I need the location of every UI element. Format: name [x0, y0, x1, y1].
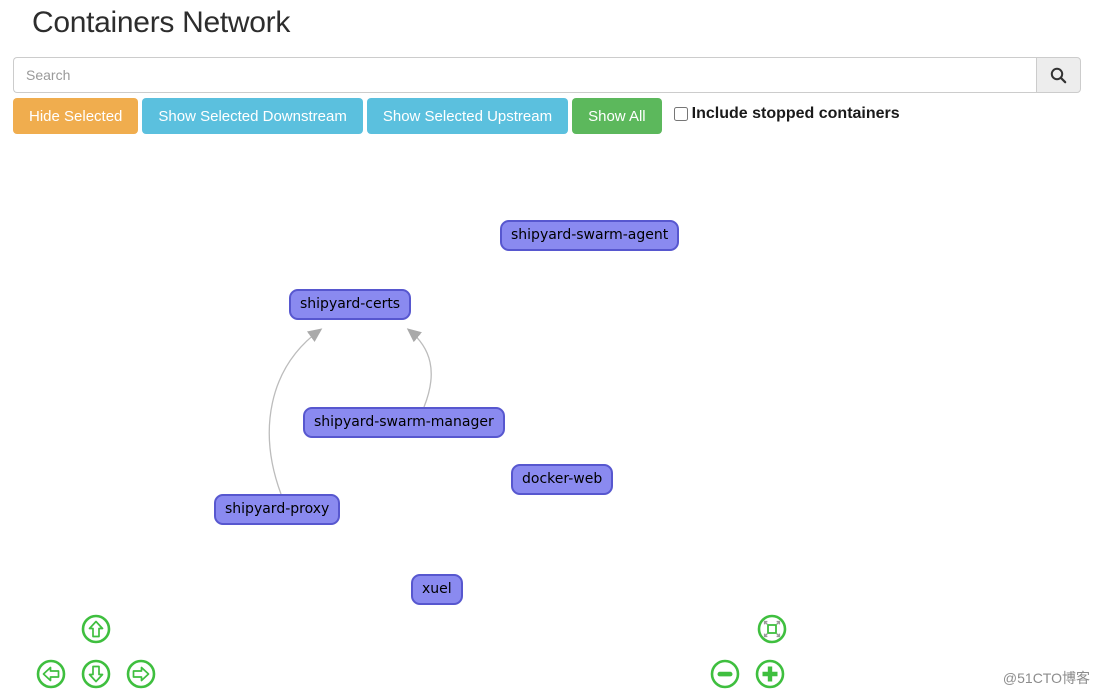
pan-up-icon [81, 614, 111, 644]
pan-right-icon [126, 659, 156, 689]
graph-node-docker-web[interactable]: docker-web [511, 464, 614, 495]
hide-selected-button[interactable]: Hide Selected [13, 98, 139, 134]
pan-down-button[interactable] [81, 659, 111, 689]
page-title: Containers Network [32, 6, 291, 39]
zoom-out-icon [710, 659, 740, 689]
pan-down-icon [81, 659, 111, 689]
watermark: @51CTO博客 [1002, 670, 1090, 686]
show-selected-upstream-button[interactable]: Show Selected Upstream [366, 98, 569, 134]
graph-node-xuel[interactable]: xuel [411, 574, 463, 605]
zoom-out-button[interactable] [710, 659, 740, 689]
graph-node-shipyard-proxy[interactable]: shipyard-proxy [214, 494, 341, 525]
graph-node-shipyard-swarm-agent[interactable]: shipyard-swarm-agent [500, 220, 680, 251]
edge-shipyard-proxy-to-shipyard-certs [268, 328, 323, 495]
graph-node-shipyard-certs[interactable]: shipyard-certs [289, 289, 412, 320]
edge-shipyard-swarm-manager-to-shipyard-certs [406, 328, 432, 408]
toolbar: Hide Selected Show Selected Downstream S… [13, 98, 1093, 134]
magnifier-icon [1050, 67, 1067, 83]
search-button[interactable] [1036, 57, 1081, 93]
include-stopped-container[interactable]: Include stopped containers [673, 98, 900, 134]
pan-left-button[interactable] [36, 659, 66, 689]
search-input[interactable] [13, 57, 1036, 93]
show-selected-downstream-button[interactable]: Show Selected Downstream [142, 98, 363, 134]
show-all-button[interactable]: Show All [572, 98, 662, 134]
zoom-in-button[interactable] [755, 659, 785, 689]
include-stopped-label: Include stopped containers [691, 105, 900, 122]
include-stopped-checkbox[interactable] [673, 107, 688, 121]
pan-right-button[interactable] [126, 659, 156, 689]
search-bar [13, 57, 1081, 93]
fit-view-button[interactable] [757, 614, 787, 644]
zoom-in-icon [755, 659, 785, 689]
pan-up-button[interactable] [81, 614, 111, 644]
graph-node-shipyard-swarm-manager[interactable]: shipyard-swarm-manager [303, 407, 505, 438]
fit-view-icon [757, 614, 787, 644]
pan-left-icon [36, 659, 66, 689]
